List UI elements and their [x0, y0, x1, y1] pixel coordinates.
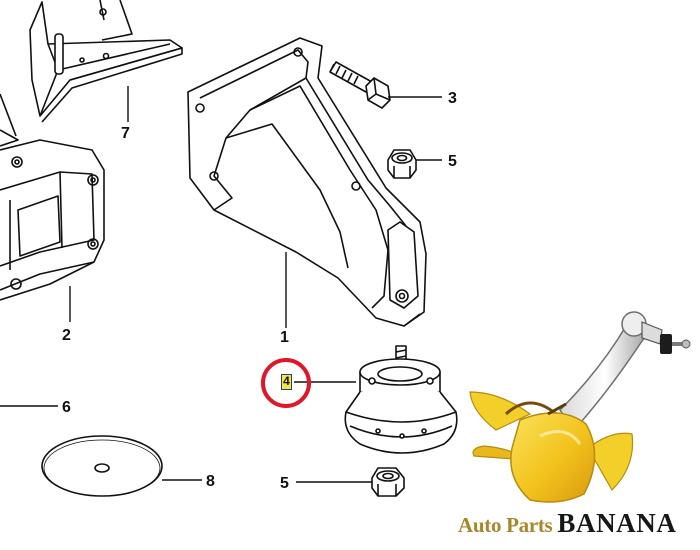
callout-6[interactable]: 6: [62, 399, 71, 416]
leader-lines: [0, 86, 442, 483]
brand-logo-text: Auto Parts BANANA: [458, 508, 694, 542]
brand-text-auto-parts: Auto Parts: [458, 513, 558, 537]
part-8-washer: [41, 435, 163, 497]
part-7-bracket: [29, 0, 183, 123]
part-4-engine-mount: [344, 345, 458, 454]
part-3-bolt: [329, 61, 391, 109]
banana-mascot-logo: [469, 311, 691, 503]
callout-5-bottom[interactable]: 5: [280, 475, 289, 492]
part-1-engine-bracket: [187, 37, 427, 327]
brand-text-banana: BANANA: [557, 508, 677, 538]
callout-8[interactable]: 8: [206, 473, 215, 490]
part-5-nut-bottom: [371, 467, 405, 497]
part-5-nut-top: [387, 149, 417, 179]
callout-1[interactable]: 1: [280, 329, 289, 346]
callout-5-top[interactable]: 5: [448, 153, 457, 170]
callout-3[interactable]: 3: [448, 90, 457, 107]
callout-4-highlight[interactable]: 4: [281, 374, 292, 390]
highlight-ring: [261, 358, 311, 408]
callout-7[interactable]: 7: [121, 125, 130, 142]
callout-2[interactable]: 2: [62, 327, 71, 344]
part-2-frame: [0, 93, 105, 301]
